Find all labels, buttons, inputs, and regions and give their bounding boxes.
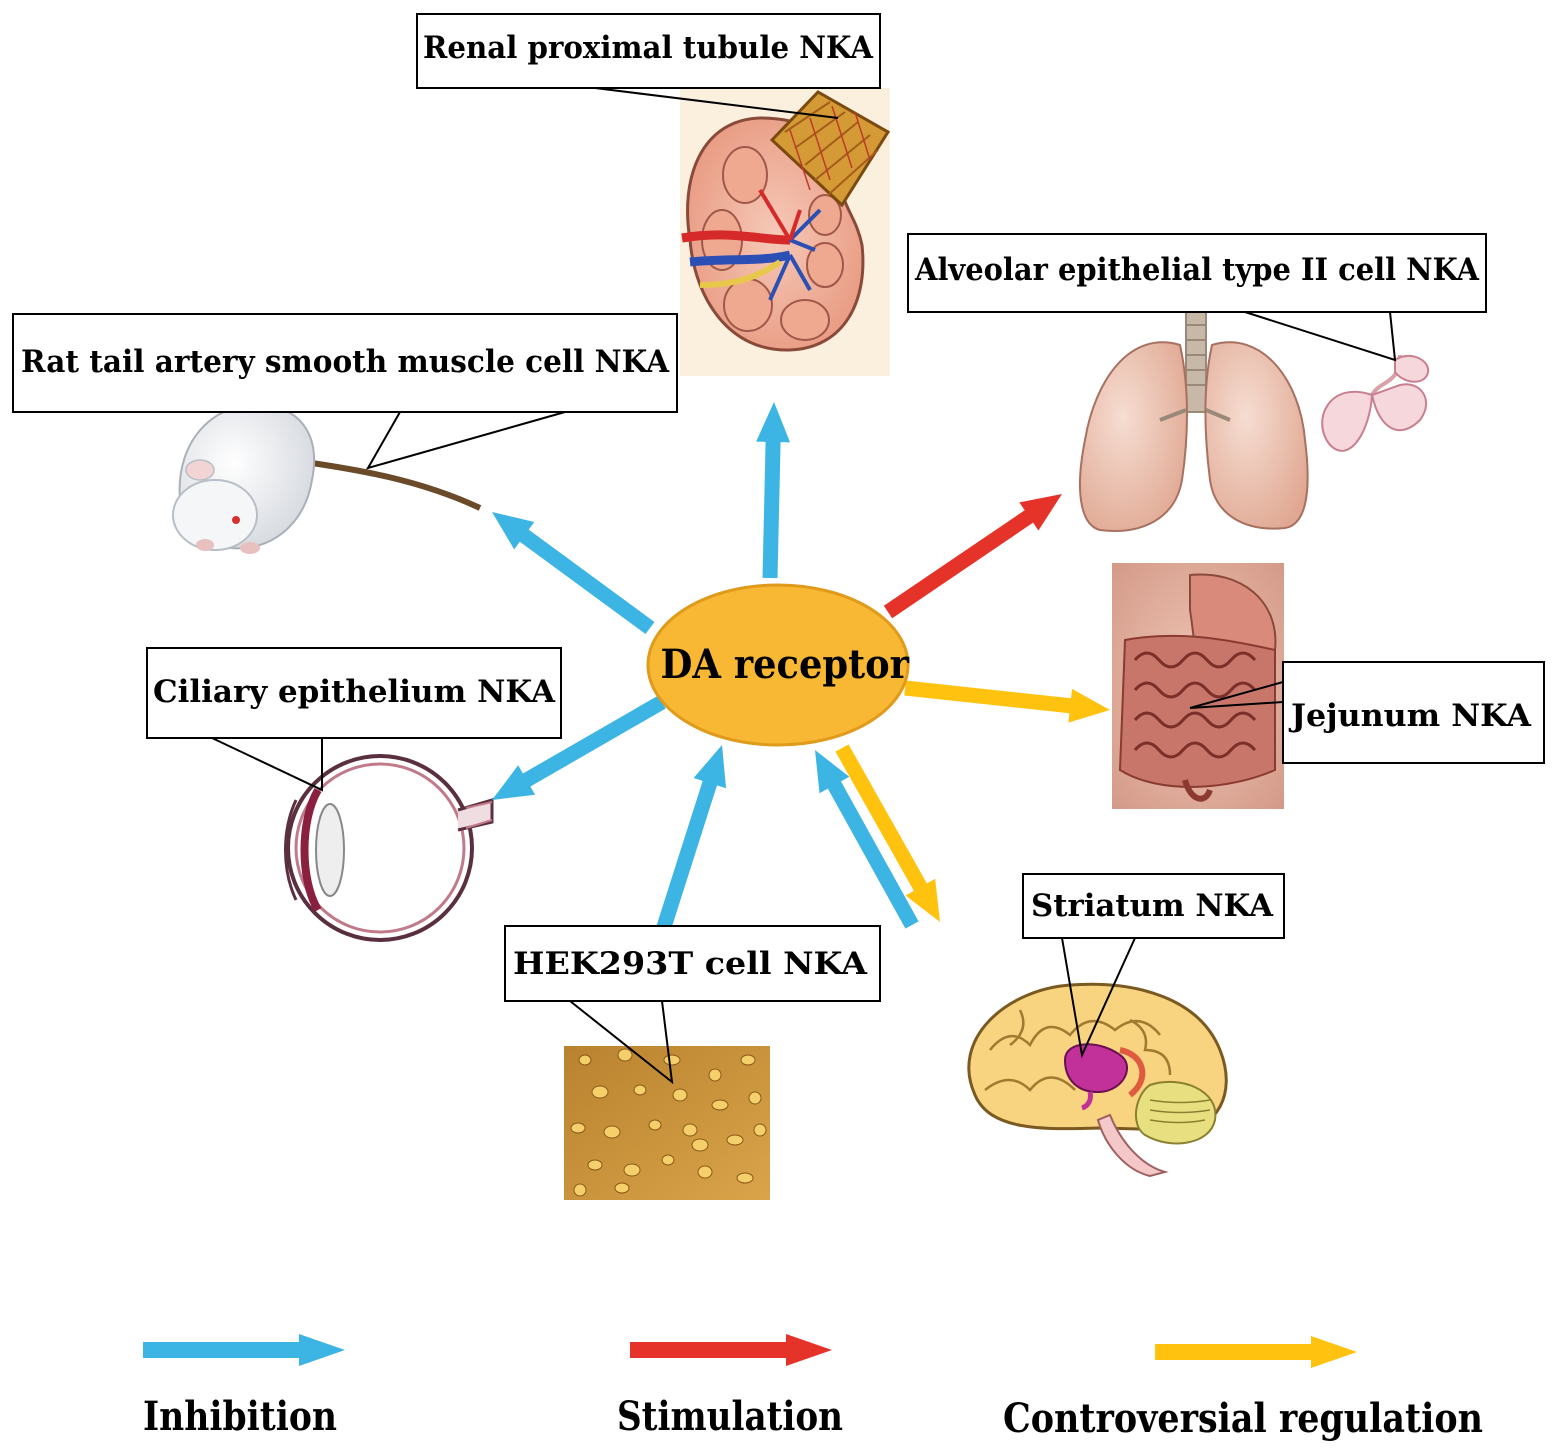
label-striatum-text: Striatum NKA [1031,888,1274,924]
legend-inhibition-label: Inhibition [143,1393,337,1440]
cell-dot [748,1091,762,1105]
cell-dot [591,1085,609,1099]
brain-icon [967,982,1228,1178]
cell-dot [661,1154,675,1166]
label-hek: HEK293T cell NKA [504,925,881,1085]
arrow-inhibition-rat [492,512,655,635]
arrow-inhibition-hek [655,745,727,933]
label-rat-text: Rat tail artery smooth muscle cell NKA [21,344,670,380]
label-alveolar: Alveolar epithelial type II cell NKA [907,233,1487,362]
cell-culture-icon [564,1046,770,1200]
label-striatum: Striatum NKA [1022,873,1285,1059]
cell-dot [603,1125,621,1139]
cell-dot [691,1138,709,1152]
arrow-stimulation-alveolar [883,494,1062,619]
legend: Inhibition Stimulation Controversial reg… [143,1334,1483,1442]
label-alveolar-text: Alveolar epithelial type II cell NKA [914,252,1480,288]
legend-controversial-label: Controversial regulation [1003,1395,1483,1442]
legend-stimulation-label: Stimulation [617,1393,843,1440]
cell-dot [711,1099,729,1111]
lung-icon [1079,311,1430,532]
legend-stimulation-arrow [630,1334,832,1366]
eye-icon [284,754,494,942]
arrow-controversial-striatum [835,744,940,922]
cell-dot [648,1119,662,1131]
cell-dot [697,1165,713,1179]
label-ciliary-text: Ciliary epithelium NKA [153,674,556,710]
cell-dot [614,1182,630,1194]
arrow-inhibition-striatum [815,750,919,929]
intestine-icon [1112,563,1284,809]
label-hek-text: HEK293T cell NKA [513,946,868,982]
arrow-controversial-jejunum [904,680,1110,723]
cell-dot [633,1084,647,1096]
da-receptor-label: DA receptor [661,642,910,689]
cell-dot [672,1088,688,1102]
label-rat: Rat tail artery smooth muscle cell NKA [12,313,678,470]
cell-dot [573,1183,587,1197]
kidney-icon [680,88,891,376]
label-jejunum-text: Jejunum NKA [1288,698,1532,734]
arrow-inhibition-ciliary [492,695,666,800]
cell-dot [663,1054,681,1066]
legend-controversial-arrow [1155,1336,1357,1368]
cell-dot [682,1123,698,1137]
cell-dot [570,1122,586,1134]
arrow-inhibition-renal [756,402,791,579]
label-ciliary: Ciliary epithelium NKA [146,647,562,792]
cell-dot [753,1123,767,1137]
da-receptor-node [646,583,910,747]
cell-dot [617,1048,633,1062]
cell-dot [708,1068,722,1082]
label-renal: Renal proximal tubule NKA [416,13,881,119]
rat-icon [172,403,482,554]
cell-dot [740,1054,756,1066]
cell-dot [623,1163,641,1177]
label-renal-text: Renal proximal tubule NKA [423,30,874,66]
cell-dot [578,1054,592,1066]
legend-inhibition-arrow [143,1334,345,1366]
cell-dot [587,1159,603,1171]
cell-dot [726,1134,744,1146]
label-jejunum: Jejunum NKA [1189,661,1545,764]
cell-dot [736,1172,754,1184]
arrow-group [492,402,1110,933]
